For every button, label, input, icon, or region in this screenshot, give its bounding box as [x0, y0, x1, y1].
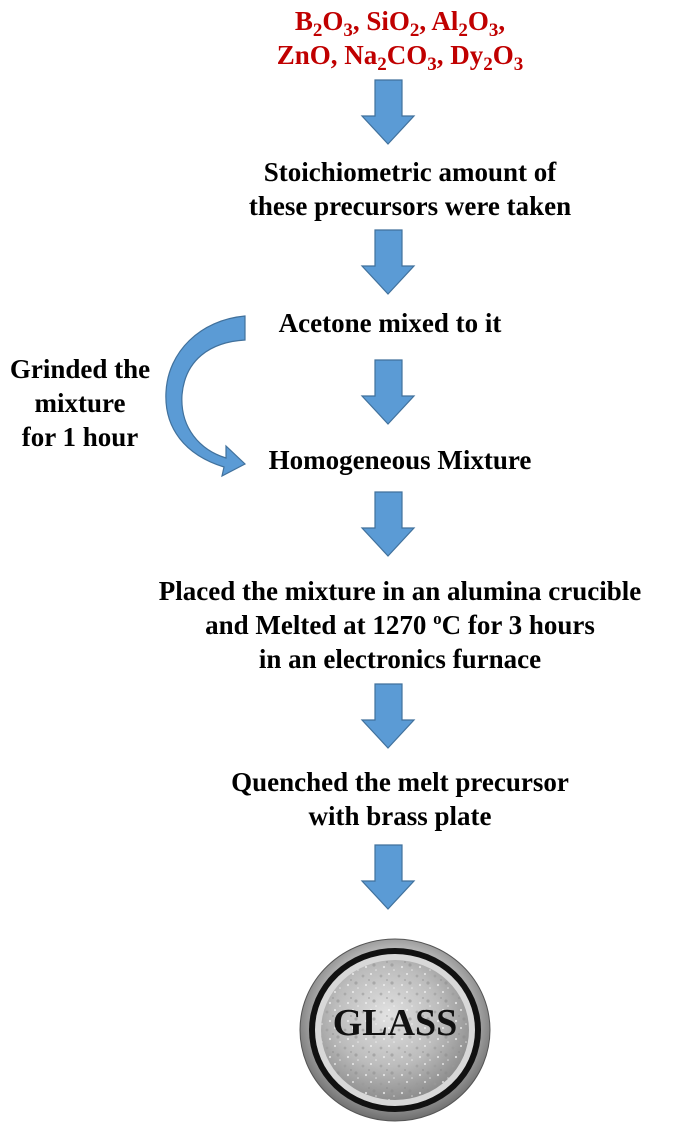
step-stoichiometric-line-2: these precursors were taken	[248, 191, 572, 221]
formula-text: , Al	[419, 6, 459, 36]
precursor-line-2: ZnO, Na2CO3, Dy2O3	[200, 38, 600, 75]
formula-text: O	[492, 40, 514, 70]
formula-text: O	[467, 6, 489, 36]
step-quench-line-1: Quenched the melt precursor	[231, 767, 569, 797]
down-arrow-6	[360, 844, 416, 910]
formula-subscript: 2	[458, 20, 468, 41]
formula-text: B	[294, 6, 313, 36]
step-quench-line-2: with brass plate	[308, 801, 492, 831]
formula-subscript: 2	[483, 54, 493, 75]
down-arrow-4	[360, 491, 416, 557]
grinding-line-3: for 1 hour	[21, 422, 139, 452]
step-quench: Quenched the melt precursor with brass p…	[180, 765, 620, 833]
down-arrow-2	[360, 229, 416, 295]
formula-text: ZnO, Na	[276, 40, 378, 70]
down-arrow-3	[360, 359, 416, 425]
formula-subscript: 3	[343, 20, 353, 41]
step-stoichiometric: Stoichiometric amount of these precursor…	[200, 155, 620, 223]
step-homogeneous-label: Homogeneous Mixture	[268, 445, 532, 475]
step-homogeneous: Homogeneous Mixture	[240, 443, 560, 477]
step-melting: Placed the mixture in an alumina crucibl…	[120, 574, 680, 676]
formula-subscript: 3	[427, 54, 437, 75]
formula-text: O	[322, 6, 344, 36]
step-stoichiometric-line-1: Stoichiometric amount of	[263, 157, 557, 187]
step-acetone: Acetone mixed to it	[230, 306, 550, 340]
precursor-line-1: B2O3, SiO2, Al2O3,	[200, 4, 600, 41]
formula-text: , Dy	[436, 40, 484, 70]
grinding-line-2: mixture	[34, 388, 126, 418]
precursor-formulas: B2O3, SiO2, Al2O3, ZnO, Na2CO3, Dy2O3	[200, 4, 600, 75]
curved-grinding-arrow	[165, 315, 247, 478]
formula-subscript: 3	[488, 20, 499, 41]
formula-subscript: 2	[377, 54, 387, 75]
grinding-line-1: Grinded the	[9, 354, 151, 384]
step-acetone-label: Acetone mixed to it	[278, 308, 502, 338]
formula-subscript: 3	[513, 54, 524, 75]
formula-subscript: 2	[409, 20, 420, 41]
down-arrow-5	[360, 683, 416, 749]
step-melting-line-3: in an electronics furnace	[258, 644, 542, 674]
formula-text: CO	[386, 40, 428, 70]
formula-text: ,	[498, 6, 506, 36]
down-arrow-1	[360, 79, 416, 145]
grinding-label: Grinded the mixture for 1 hour	[0, 352, 160, 454]
step-melting-line-2: and Melted at 1270 oC for 3 hours	[205, 609, 595, 640]
glass-label: GLASS	[332, 1002, 458, 1044]
formula-text: , SiO	[352, 6, 410, 36]
step-melting-line-1: Placed the mixture in an alumina crucibl…	[158, 576, 642, 606]
formula-subscript: 2	[312, 20, 323, 41]
